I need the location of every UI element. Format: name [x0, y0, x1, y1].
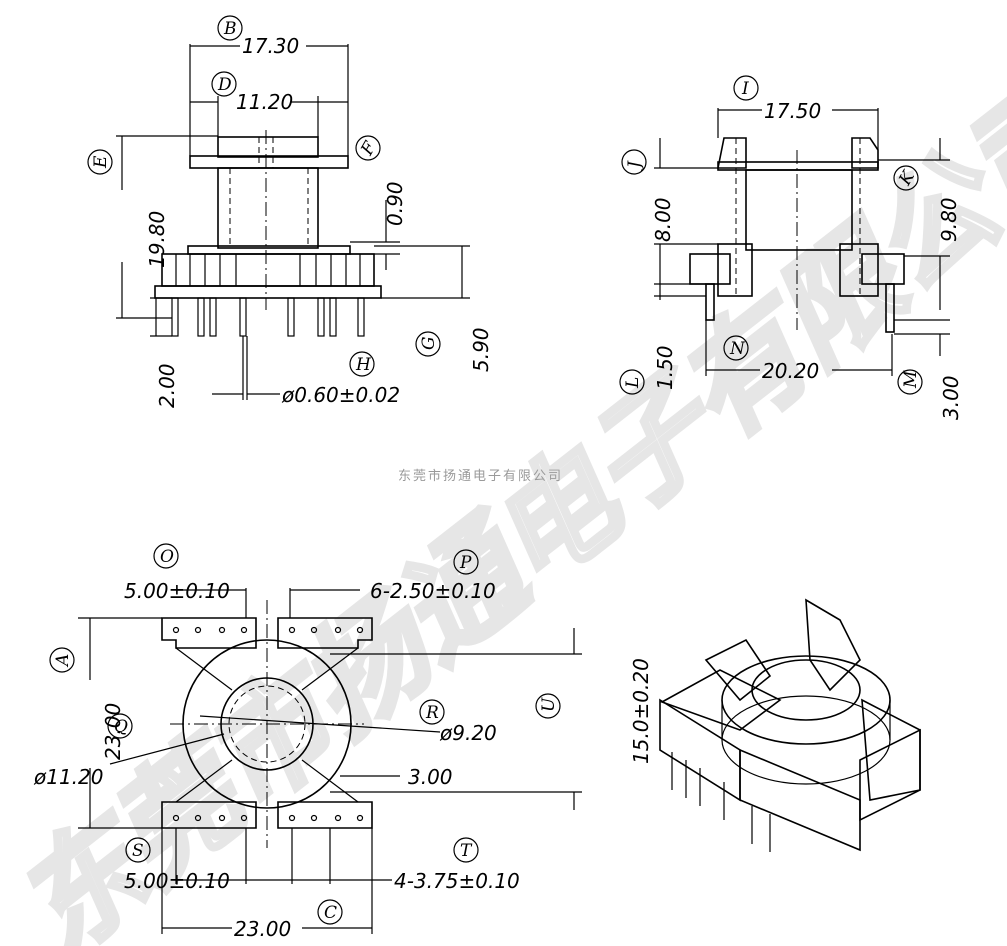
dim-D: 11.20	[236, 90, 293, 114]
dim-J: 8.00	[651, 197, 675, 242]
dim-A: 23.00	[101, 703, 125, 760]
label-D: D	[217, 75, 232, 95]
label-M: M	[901, 370, 921, 389]
dim-F: 0.90	[383, 181, 407, 226]
dim-S: 5.00±0.10	[124, 869, 230, 893]
dim-C: 23.00	[234, 917, 291, 941]
label-T: T	[460, 841, 473, 861]
label-E: E	[91, 155, 111, 169]
dim-I: 17.50	[764, 99, 821, 123]
dim-Q: ø11.20	[33, 765, 104, 789]
side-view: I 17.50 J 8.00 K 9.80 L 1.50 M 3.00	[619, 75, 963, 420]
label-Q: Q	[114, 717, 128, 737]
label-O: O	[160, 547, 174, 567]
label-G: G	[419, 336, 439, 350]
dim-L: 1.50	[653, 345, 677, 390]
isometric-view	[659, 598, 921, 852]
label-N: N	[729, 339, 746, 359]
big-watermark: 东莞市扬通电子有限公司	[0, 53, 1007, 946]
dim-P: 6-2.50±0.10	[370, 579, 496, 603]
dim-gap: 3.00	[408, 765, 453, 789]
dim-M: 3.00	[939, 375, 963, 420]
dim-H: ø0.60±0.02	[281, 383, 400, 407]
dim-T: 4-3.75±0.10	[394, 869, 520, 893]
label-B: B	[223, 19, 237, 39]
label-R: R	[425, 703, 439, 723]
label-C: C	[324, 903, 337, 923]
label-A: A	[53, 654, 73, 668]
label-H: H	[355, 355, 372, 375]
dim-pin-length: 2.00	[155, 363, 179, 408]
label-U: U	[539, 697, 559, 712]
bottom-view: O 5.00±0.10 P 6-2.50±0.10 A 23.00 Q ø11.…	[33, 543, 653, 941]
small-watermark: 东莞市扬通电子有限公司	[398, 468, 563, 484]
label-I: I	[741, 79, 749, 99]
label-P: P	[459, 553, 472, 573]
label-L: L	[623, 377, 643, 389]
dim-G: 5.90	[469, 327, 493, 372]
dim-E: 19.80	[145, 211, 169, 268]
label-S: S	[132, 841, 144, 861]
dim-K: 9.80	[937, 197, 961, 242]
dim-R: ø9.20	[439, 721, 497, 745]
dim-O: 5.00±0.10	[124, 579, 230, 603]
dim-N: 20.20	[762, 359, 819, 383]
front-view: B 17.30 D 11.20 E 19.80 F 0.90 G 5.90	[87, 15, 493, 408]
label-J: J	[625, 160, 645, 171]
dim-U: 15.0±0.20	[629, 658, 653, 764]
dim-B: 17.30	[242, 34, 299, 58]
